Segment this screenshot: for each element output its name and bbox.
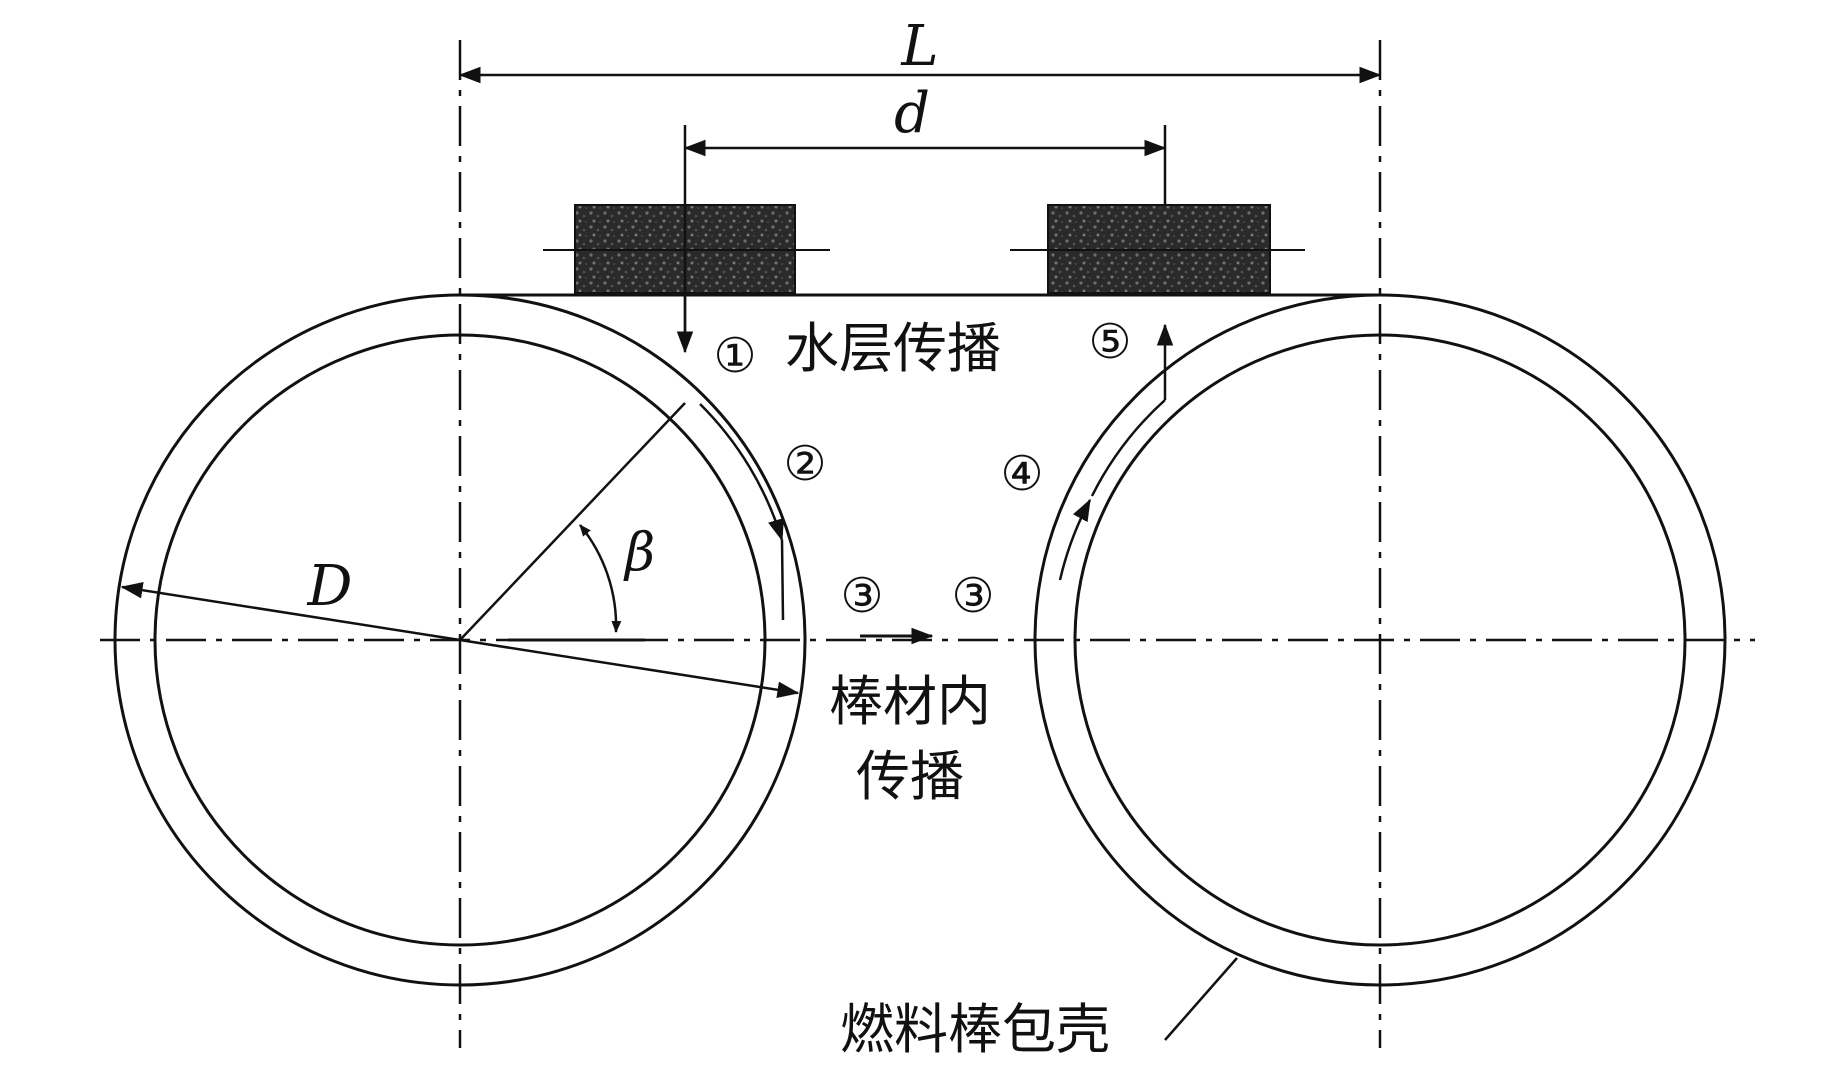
label-beta: β bbox=[623, 523, 655, 583]
label-L: L bbox=[900, 14, 938, 79]
radius-line bbox=[459, 402, 686, 641]
label-step2: ② bbox=[783, 436, 826, 492]
diameter-line bbox=[120, 582, 800, 698]
label-step3a: ③ bbox=[840, 568, 883, 624]
right-transducer bbox=[1010, 204, 1305, 294]
label-step3b: ③ bbox=[951, 568, 994, 624]
right-rod-inner-circle bbox=[1073, 333, 1687, 947]
cladding-leader-line bbox=[1164, 957, 1238, 1041]
label-water-layer: 水层传播 bbox=[785, 317, 1001, 380]
label-step4: ④ bbox=[1000, 446, 1043, 502]
dimension-L: L bbox=[458, 14, 1382, 84]
left-transducer bbox=[543, 204, 830, 294]
beta-angle-arc bbox=[579, 524, 622, 633]
label-in-rod-line2: 传播 bbox=[856, 745, 964, 808]
label-in-rod-line1: 棒材内 bbox=[829, 670, 991, 733]
path-step4-arc bbox=[1058, 498, 1092, 581]
dimension-d: d bbox=[683, 81, 1167, 345]
path-step2-arc bbox=[699, 403, 784, 542]
label-step5: ⑤ bbox=[1088, 314, 1131, 370]
label-D: D bbox=[307, 554, 353, 619]
label-step1: ① bbox=[713, 328, 756, 384]
label-cladding: 燃料棒包壳 bbox=[840, 998, 1110, 1061]
label-d: d bbox=[894, 81, 930, 146]
